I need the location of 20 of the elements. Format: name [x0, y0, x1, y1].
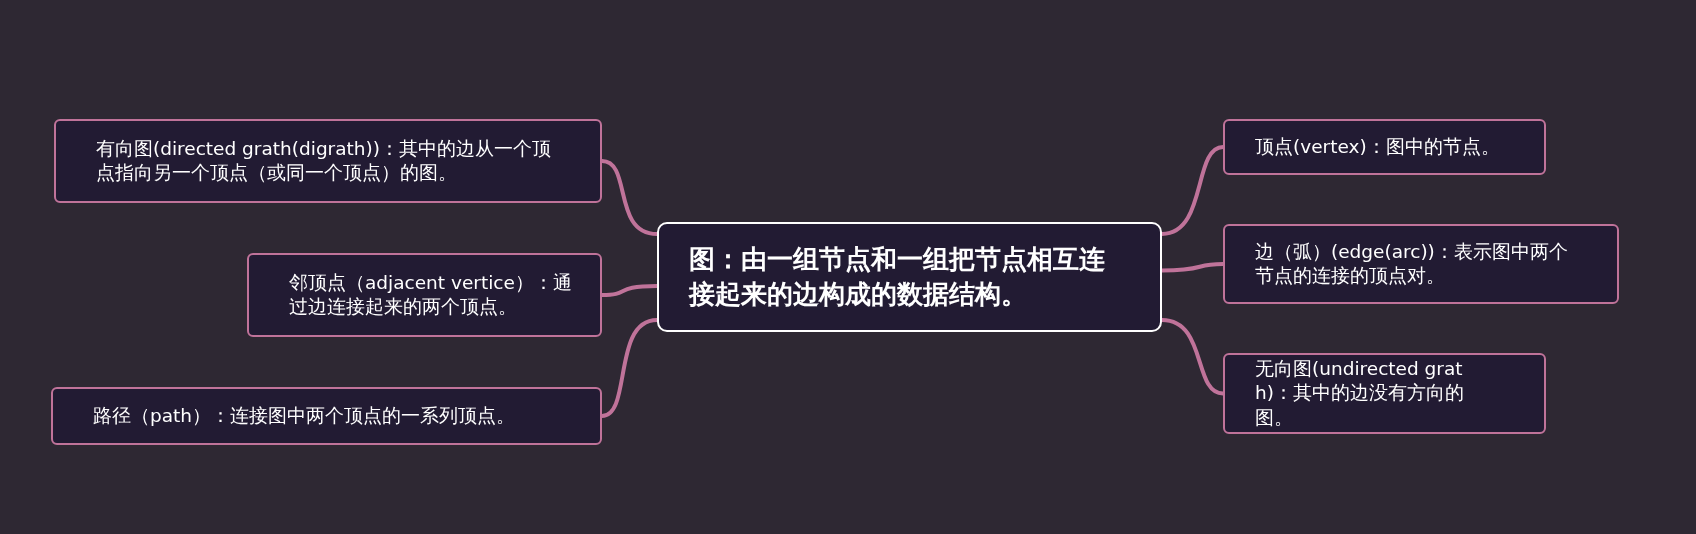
subtopic-box	[1223, 224, 1619, 304]
subtopic-text: 边（弧）(edge(arc))：表示图中两个节点的连接的顶点对。	[1255, 239, 1569, 288]
subtopic-text: 顶点(vertex)：图中的节点。	[1255, 134, 1500, 159]
branch-line	[1160, 262, 1225, 273]
subtopic-text: 无向图(undirected grath)：其中的边没有方向的图。	[1255, 357, 1465, 430]
branch-line	[1160, 145, 1225, 236]
branch-line	[1160, 318, 1225, 396]
topic-box	[657, 222, 1162, 332]
subtopic-box	[1223, 119, 1546, 175]
subtopic-text: 路径（path）：连接图中两个顶点的一系列顶点。	[93, 403, 516, 428]
subtopic-box	[1223, 353, 1546, 434]
branch-line	[600, 318, 659, 418]
subtopic-box	[247, 253, 602, 337]
subtopic-box	[54, 119, 602, 203]
subtopic-box	[51, 387, 602, 445]
branch-line	[600, 284, 659, 297]
subtopic-text: 有向图(directed grath(digrath))：其中的边从一个顶点指向另一个顶点（或同一个顶点）的图。	[96, 136, 552, 185]
topic-text: 图：由一组节点和一组把节点相互连接起来的边构成的数据结构。	[689, 242, 1106, 311]
subtopic-text: 邻顶点（adjacent vertice）：通过边连接起来的两个顶点。	[289, 270, 573, 319]
branch-line	[600, 159, 659, 236]
